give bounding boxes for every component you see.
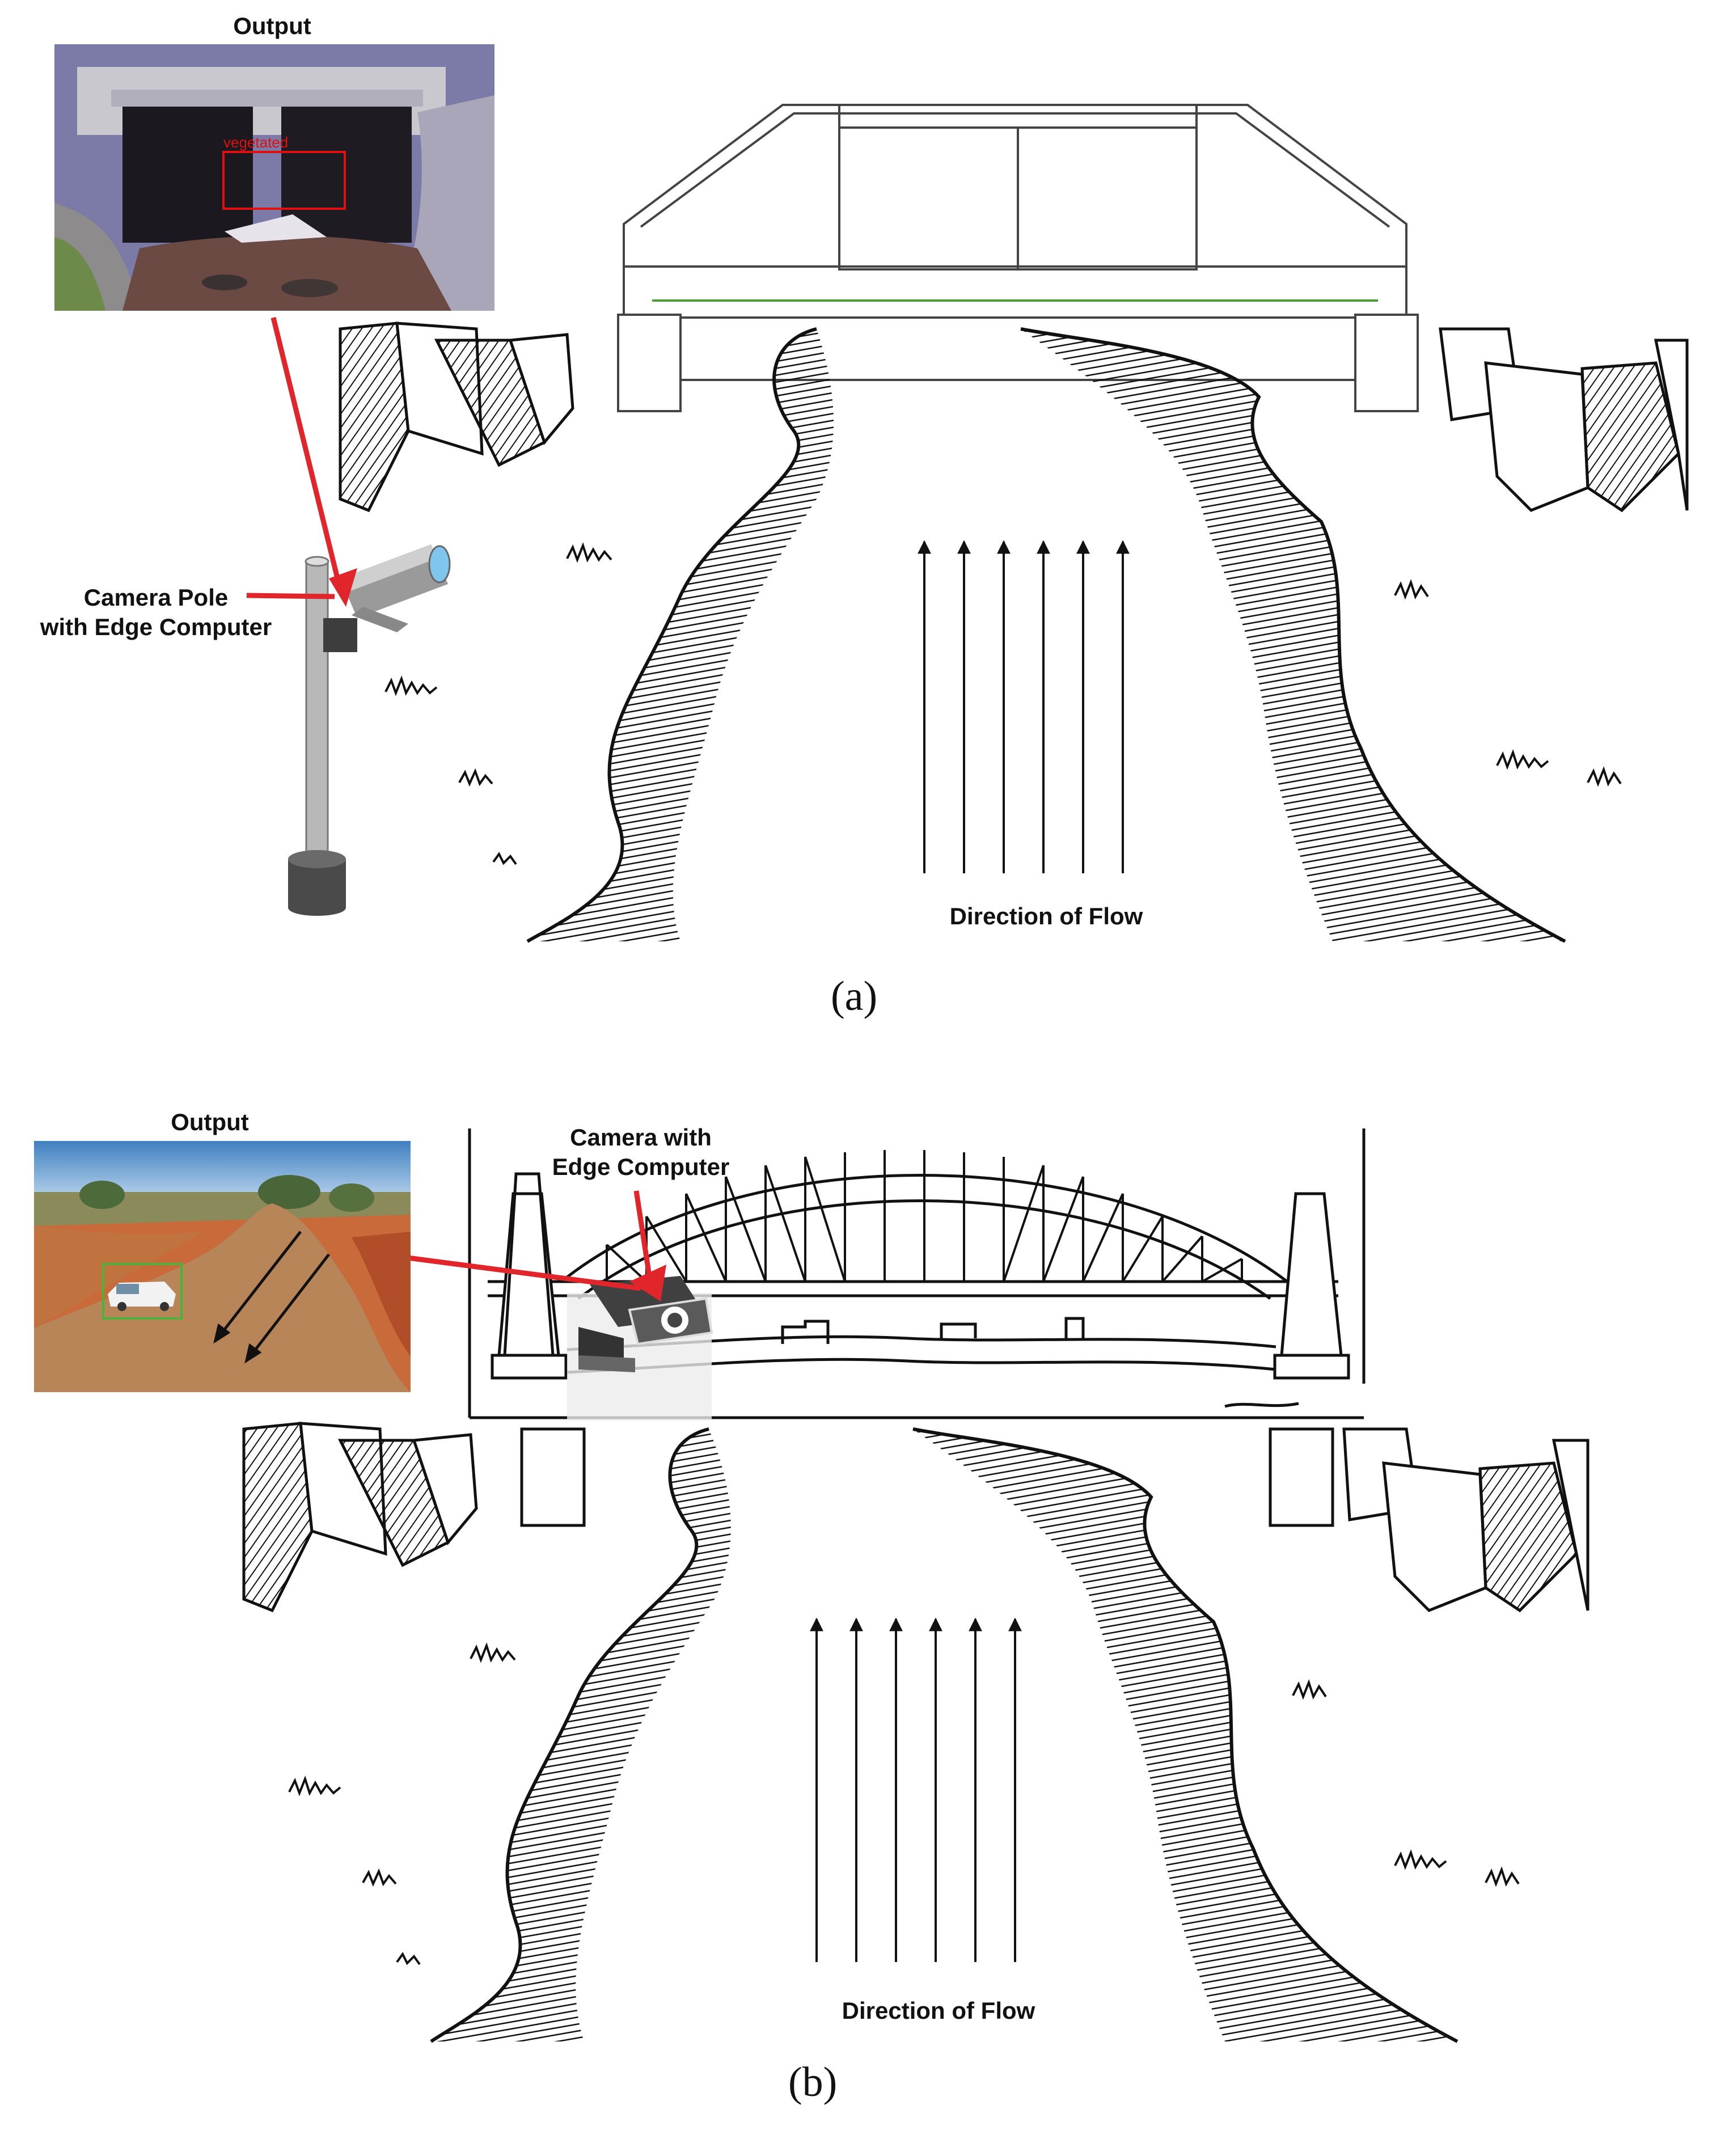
flow-arrows bbox=[918, 540, 1130, 873]
camera-pole-label-line1: Camera Pole bbox=[83, 584, 229, 611]
bridge bbox=[468, 1128, 1366, 1419]
camera-pole-label: Camera Pole with Edge Computer bbox=[23, 583, 289, 642]
edge-computer-box bbox=[323, 618, 357, 652]
river-bank-right bbox=[1020, 327, 1566, 943]
rocks-right-b bbox=[1269, 1427, 1590, 1613]
output-photo-b bbox=[34, 1141, 411, 1392]
pointers bbox=[246, 316, 357, 607]
river-bank-left-b bbox=[430, 1427, 731, 2043]
rocks-left bbox=[339, 322, 574, 513]
rocks-right bbox=[1439, 327, 1689, 513]
pointers-b bbox=[373, 1190, 666, 1301]
bridge-camera-label: Camera with Edge Computer bbox=[510, 1123, 771, 1182]
detection-label-vegetated: vegetated bbox=[223, 134, 289, 151]
pointer-from-label bbox=[246, 593, 335, 599]
bridge-camera bbox=[567, 1276, 713, 1421]
output-label-b: Output bbox=[171, 1109, 249, 1135]
pointer-to-output bbox=[270, 316, 343, 591]
flow-arrows-b bbox=[810, 1617, 1022, 1962]
detection-box-vegetated bbox=[222, 151, 346, 210]
camera-pole bbox=[288, 556, 357, 916]
caption-b: (b) bbox=[788, 2059, 838, 2106]
output-label-a: Output bbox=[233, 12, 311, 39]
river-bank-right-b bbox=[912, 1427, 1459, 2043]
panel-b-drawing bbox=[242, 1128, 1590, 2043]
grass-tufts bbox=[384, 542, 1622, 865]
culvert bbox=[617, 104, 1419, 412]
rocks-left-b bbox=[242, 1422, 586, 1613]
culvert-photo-drawing bbox=[54, 44, 494, 311]
camera-body bbox=[340, 544, 451, 632]
caption-a: (a) bbox=[831, 973, 878, 1020]
detection-box-vehicle bbox=[102, 1263, 183, 1320]
flow-label-a: Direction of Flow bbox=[949, 903, 1143, 929]
bridge-camera-label-line2: Edge Computer bbox=[552, 1153, 730, 1180]
camera-lens-icon bbox=[428, 545, 451, 584]
river-photo-drawing bbox=[34, 1141, 411, 1392]
grass-tufts-b bbox=[288, 1642, 1520, 1965]
panel-a: Output vegetated Camera Pole with Edge C… bbox=[0, 0, 1712, 1049]
river-bank-left bbox=[526, 327, 834, 943]
panel-a-drawing bbox=[246, 104, 1689, 943]
flow-label-b: Direction of Flow bbox=[842, 1997, 1035, 2024]
panel-b: Output bbox=[0, 1089, 1712, 2156]
bridge-camera-label-line1: Camera with bbox=[570, 1124, 712, 1151]
pointer-from-label-b bbox=[633, 1190, 652, 1276]
pointer-to-output-b bbox=[373, 1250, 641, 1291]
camera-pole-label-line2: with Edge Computer bbox=[40, 614, 272, 640]
output-photo-a: vegetated bbox=[54, 44, 494, 311]
